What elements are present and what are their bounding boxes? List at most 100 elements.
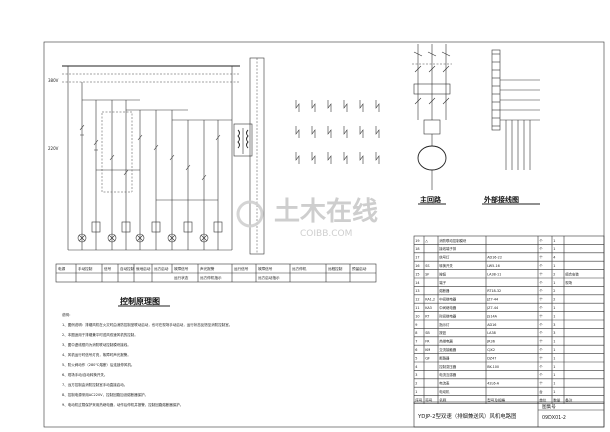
parts-table-cell: 个 bbox=[539, 313, 543, 318]
contact-legend bbox=[295, 100, 380, 164]
function-strip-sublabel: 远方启动指示 bbox=[258, 275, 280, 280]
parts-table-cell: JS14A bbox=[486, 314, 497, 318]
parts-table-cell: 端子 bbox=[439, 280, 446, 285]
parts-table-cell: 4 bbox=[415, 365, 417, 369]
parts-table-cell: 1 bbox=[553, 356, 555, 360]
parts-table-cell: 个 bbox=[539, 364, 543, 369]
parts-table-cell: 6 bbox=[415, 348, 417, 352]
transformer-block bbox=[233, 57, 265, 255]
parts-table-cell: 9 bbox=[415, 323, 417, 327]
parts-table-cell: 个 bbox=[539, 355, 543, 360]
parts-table-cell: BK-100 bbox=[487, 365, 499, 369]
note-line: 7、远方控制由消防控制室手动直接启动。 bbox=[62, 382, 127, 387]
parts-table-cell: 1 bbox=[553, 382, 555, 386]
parts-table-cell: 4 bbox=[553, 256, 555, 260]
parts-table-cell: 个 bbox=[539, 246, 543, 251]
parts-table-cell: 信号灯 bbox=[439, 255, 450, 260]
parts-table-cell: JZ7-44 bbox=[486, 298, 498, 302]
function-strip-label: 远程控制 bbox=[328, 266, 343, 271]
parts-table-cell: 电动机 bbox=[439, 389, 450, 394]
function-strip-label: 故障信号 bbox=[174, 266, 189, 271]
parts-table-cell: 个 bbox=[539, 280, 543, 285]
parts-table-cell: CJX2 bbox=[487, 348, 495, 352]
parts-table-cell: AD16 bbox=[487, 323, 496, 327]
parts-table-cell: 个 bbox=[539, 347, 543, 352]
parts-table-cell: FR bbox=[425, 340, 430, 344]
main-circuit bbox=[412, 44, 452, 190]
watermark-logo-icon bbox=[236, 200, 264, 228]
parts-table-cell: 个 bbox=[539, 305, 543, 310]
parts-table-cell: 1 bbox=[553, 373, 555, 377]
parts-table-cell: 组合安装 bbox=[565, 271, 579, 276]
external-wiring bbox=[491, 49, 540, 170]
parts-table-cell: 13 bbox=[415, 289, 419, 293]
parts-table-header: 型号及规格 bbox=[487, 397, 505, 402]
parts-table-cell: 交流接触器 bbox=[439, 347, 457, 352]
watermark-en: COIBB.COM bbox=[300, 229, 352, 239]
function-strip-label: 声光报警 bbox=[200, 266, 215, 271]
parts-table-cell: 个 bbox=[539, 297, 543, 302]
parts-table-cell: 3 bbox=[553, 323, 555, 327]
parts-table-cell: 2 bbox=[553, 272, 555, 276]
drawing-number-label: 图集号 bbox=[542, 403, 556, 410]
function-strip-label: 故障信号 bbox=[258, 266, 273, 271]
parts-table-cell: 5 bbox=[415, 356, 417, 360]
function-strip-label: 运行信号 bbox=[234, 266, 249, 271]
function-strip-label: 电源 bbox=[58, 266, 66, 271]
drawing-number: 09DX01-2 bbox=[542, 415, 566, 421]
note-line: 说明： bbox=[62, 312, 73, 317]
watermark: 土木在线 COIBB.COM bbox=[236, 197, 378, 239]
parts-table-header: 备注 bbox=[565, 397, 573, 402]
parts-table-cell: SB bbox=[425, 331, 430, 335]
parts-table-cell: AD16-22 bbox=[487, 256, 502, 260]
supply-voltage-label: 380V bbox=[48, 78, 59, 83]
parts-table-cell: 控制变压器 bbox=[439, 364, 457, 369]
contacts bbox=[79, 124, 221, 181]
parts-table-cell: 熔断器 bbox=[439, 288, 450, 293]
parts-table-cell: 转换开关 bbox=[439, 263, 453, 268]
note-line: 9、电动机过载保护采用热继电器，动作后停机并报警，控制回路熔断器保护。 bbox=[62, 402, 183, 407]
parts-table-cell: SF bbox=[425, 272, 429, 276]
parts-table-header: 符号 bbox=[425, 397, 433, 402]
motor-symbol bbox=[417, 145, 447, 171]
function-strip-label: 信号 bbox=[104, 266, 112, 271]
function-strip-label: 远方启动 bbox=[154, 266, 169, 271]
module-box bbox=[101, 111, 133, 193]
parts-table-cell: △ bbox=[425, 239, 428, 243]
parts-table-cell: 个 bbox=[539, 263, 543, 268]
parts-table-cell: 个 bbox=[539, 271, 543, 276]
parts-table-cell: KA1,2 bbox=[425, 298, 435, 302]
parts-table-cell: 1 bbox=[553, 340, 555, 344]
control-circuit: 380V 220V bbox=[48, 65, 240, 251]
function-strip bbox=[55, 263, 377, 283]
note-line: 8、控制电源采用AC220V，控制回路加设熔断器保护。 bbox=[62, 392, 148, 397]
main-circuit-title: 主回路 bbox=[420, 195, 442, 204]
parts-table-cell: 1 bbox=[553, 239, 555, 243]
parts-table-cell: KM bbox=[425, 348, 430, 352]
note-line: 1、图例说明：排烟风机在火灾时由消防控制室联动启动，也可在现场手动启动，运行状态… bbox=[62, 322, 232, 327]
parts-table-cell: 1 bbox=[553, 264, 555, 268]
function-strip-label: 就地启动 bbox=[136, 266, 151, 271]
parts-table-cell: 个 bbox=[539, 372, 543, 377]
function-strip-label: 预留启动 bbox=[352, 266, 367, 271]
note-line: 6、现场手动/自动转换开关。 bbox=[62, 372, 107, 377]
function-strip-labels: 电源手动控制信号自动控制就地启动远方启动故障信号声光报警运行信号故障信号远方停机… bbox=[58, 266, 367, 280]
parts-table-cell: 1 bbox=[553, 247, 555, 251]
parts-table-cell: 电流互感器 bbox=[439, 372, 457, 377]
parts-table-cell: 电流表 bbox=[439, 381, 450, 386]
parts-table-cell: 个 bbox=[539, 288, 543, 293]
parts-table-cell: LA38 bbox=[487, 331, 496, 335]
parts-table-cell: 中间继电器 bbox=[439, 297, 457, 302]
parts-table-cell: 按钮 bbox=[439, 330, 446, 335]
parts-table-cell: 15 bbox=[415, 272, 419, 276]
sheet-border bbox=[43, 41, 605, 428]
title-block: YDJP-2型双速（排烟兼送风）风机电路图 图集号 09DX01-2 bbox=[413, 401, 605, 428]
parts-table-cell: RT18-32 bbox=[487, 289, 501, 293]
parts-table-cell: 10 bbox=[415, 314, 419, 318]
parts-table-cell: 2 bbox=[553, 298, 555, 302]
parts-table-cell: 断路器 bbox=[439, 355, 450, 360]
parts-table-cell: 1 bbox=[553, 365, 555, 369]
parts-table-header: 单位 bbox=[539, 397, 547, 402]
parts-table-cell: 19 bbox=[415, 239, 419, 243]
